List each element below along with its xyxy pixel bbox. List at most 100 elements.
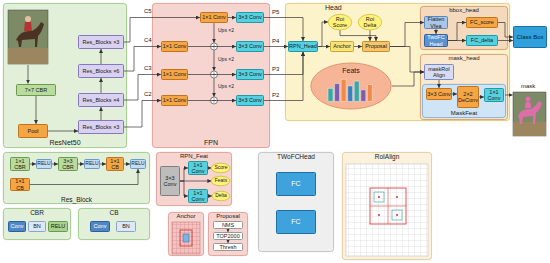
text-wrap: BN <box>122 223 130 229</box>
box-label: FC_delta <box>471 37 493 43</box>
upsample-wire <box>214 23 215 43</box>
box-label: Delta <box>215 193 227 199</box>
box-label: 3×3 Conv <box>161 175 179 187</box>
title-holder: Anchor <box>168 213 204 220</box>
box-label: RELU <box>37 161 50 167</box>
text-wrap: 1×1 Conv <box>189 190 207 202</box>
box-label: 2×2 DeConv <box>458 91 478 103</box>
process-box: 1×1 Conv <box>188 161 208 175</box>
box-label: FC <box>291 218 300 226</box>
connector <box>318 22 328 47</box>
label-holder: C2 <box>144 91 152 98</box>
process-box: Conv <box>8 221 26 232</box>
text-wrap: FC <box>291 180 300 188</box>
callout-label: C2 <box>144 91 152 98</box>
connector <box>180 181 211 182</box>
process-box: 7×7 CBR <box>16 84 56 96</box>
text-wrap: Proposal <box>365 43 387 49</box>
text-wrap: TwoFC Head <box>425 34 447 46</box>
box-label: 7×7 CBR <box>25 87 47 93</box>
box-label: Thresh <box>219 244 236 250</box>
panel-title: MaskFeat <box>422 110 506 117</box>
feature-bar <box>348 86 353 101</box>
connector <box>448 23 466 41</box>
process-box: RELU <box>36 159 52 169</box>
connector <box>188 74 236 75</box>
text-wrap: Thresh <box>219 244 236 250</box>
process-box: 1×1 Conv <box>161 69 188 80</box>
box-label: Roi Score <box>332 16 349 28</box>
panel-ground <box>3 208 70 239</box>
connector <box>498 23 513 38</box>
panel-ground <box>78 208 149 239</box>
text-wrap: Pool <box>27 128 38 134</box>
box-label: Res_Blocks ×3 <box>83 124 120 130</box>
box-label: 1×1 Conv <box>202 14 226 20</box>
callout-label: C5 <box>144 8 152 15</box>
panel-ground <box>258 152 333 251</box>
label-holder: Ups ×2 <box>218 28 234 34</box>
panel-ground <box>285 3 509 120</box>
panel-title: ResNet50 <box>3 139 127 147</box>
text-wrap: 1×1 CBR <box>11 158 29 170</box>
process-box: 3×3 Conv <box>160 166 180 196</box>
box-label: 1×1 Conv <box>163 97 187 103</box>
process-box: TwoFC Head <box>424 34 448 47</box>
process-box: Res_Blocks ×3 <box>78 120 124 134</box>
panel-title: bbox_head <box>420 7 508 14</box>
anchor-grid <box>172 222 200 254</box>
text-wrap: 1×1 CB <box>11 178 29 190</box>
title-holder: FPN <box>152 139 270 147</box>
box-label: RELU <box>85 161 98 167</box>
title-holder: MaskFeat <box>422 110 506 117</box>
label-holder: C3 <box>144 65 152 72</box>
upsample-wire <box>214 50 215 71</box>
label-holder: Ups ×2 <box>218 57 234 63</box>
group-panel: mask_headmaskRoI AlignMaskFeat3×3 Conv2×… <box>420 54 508 120</box>
group-panel: RoIAlign <box>342 152 432 260</box>
connector <box>180 181 188 196</box>
text-wrap: 3×3 Conv <box>238 43 262 49</box>
text-wrap: Conv <box>11 223 24 229</box>
process-box: 3×3 Conv <box>426 88 452 100</box>
text-wrap: 3×3 Conv <box>238 71 262 77</box>
connector <box>354 46 362 47</box>
box-label: Pool <box>27 128 38 134</box>
label-holder: P4 <box>272 38 279 45</box>
text-wrap: 2×2 DeConv <box>458 91 478 103</box>
feature-bar <box>354 81 359 101</box>
box-label: Feats <box>214 178 227 184</box>
title-holder: TWoFCHead <box>258 153 334 160</box>
process-box: BN <box>116 221 136 232</box>
process-box: TOP2000 <box>213 232 243 240</box>
callout-label: P5 <box>272 9 279 16</box>
box-label: Conv <box>94 223 107 229</box>
connector <box>101 78 102 93</box>
grid-ground <box>172 222 200 254</box>
panel-title: CBR <box>3 209 71 216</box>
text-wrap: 7×7 CBR <box>25 87 47 93</box>
process-box: Thresh <box>213 243 243 251</box>
process-box: 1×1 CB <box>10 178 30 191</box>
callout-label: Ups ×2 <box>218 84 234 90</box>
callout-label: C4 <box>144 37 152 44</box>
panel-ground <box>152 3 269 147</box>
process-box: FC <box>276 210 316 234</box>
box-label: BN <box>122 223 130 229</box>
ellipse-shape <box>328 14 352 30</box>
group-panel: ResNet50 7×7 CBR Pool Res_Blocks ×3 Res_Bloc… <box>3 3 127 148</box>
group-panel: CBRConvBNRELU <box>3 208 71 240</box>
process-box: NMS <box>213 221 243 229</box>
box-label: Res_Blocks ×3 <box>83 39 120 45</box>
panel-title: Proposal <box>208 213 248 220</box>
label-holder: P5 <box>272 9 279 16</box>
rider-head <box>25 16 31 22</box>
text-wrap: RPN_Head <box>289 43 317 49</box>
callout-label: P4 <box>272 38 279 45</box>
photo-floor <box>513 122 546 136</box>
box-label: 3×3 Conv <box>238 97 262 103</box>
sample-point <box>396 214 398 216</box>
process-box: FC_score <box>466 17 498 28</box>
text-wrap: 1×1 Conv <box>163 71 187 77</box>
panel-ground <box>420 6 507 49</box>
